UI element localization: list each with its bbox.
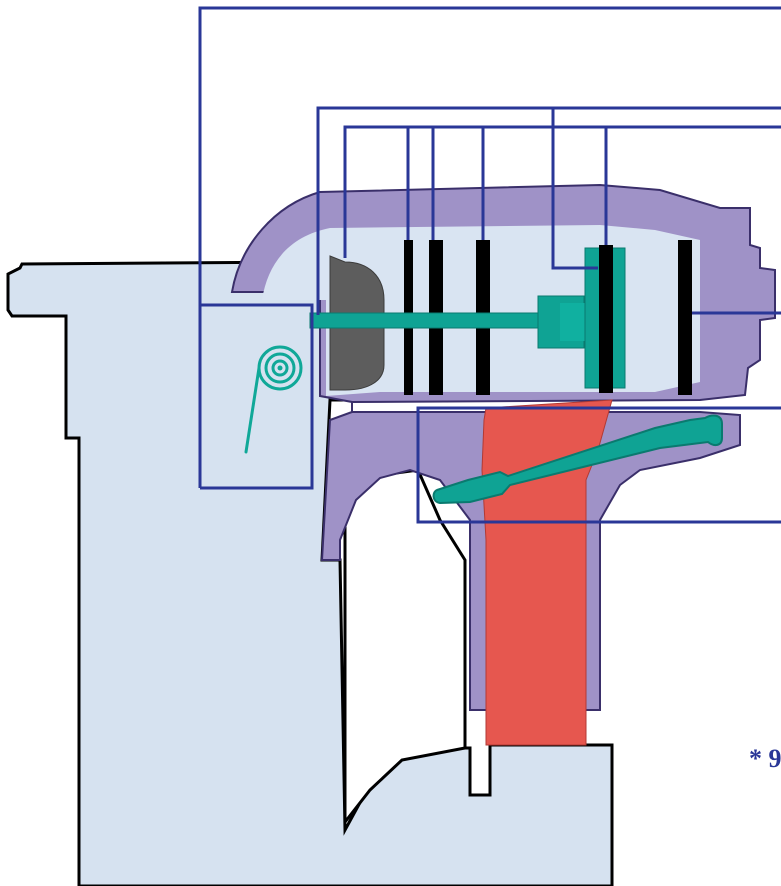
handle-core xyxy=(481,399,613,746)
callout-top-frame xyxy=(198,6,781,488)
trigger-rod xyxy=(432,414,723,505)
callout-lines xyxy=(198,6,781,524)
grip-cutout xyxy=(343,468,467,827)
plate-5 xyxy=(678,240,692,395)
spring-icon xyxy=(244,345,303,454)
callout-hub xyxy=(551,108,598,270)
callout-spring-box xyxy=(200,303,314,490)
callout-shaft xyxy=(316,106,781,315)
footnote-marker: * 9 xyxy=(749,744,781,773)
plate-4-over xyxy=(599,245,613,393)
callout-trigger-box xyxy=(416,406,781,524)
callout-motor xyxy=(343,125,781,258)
